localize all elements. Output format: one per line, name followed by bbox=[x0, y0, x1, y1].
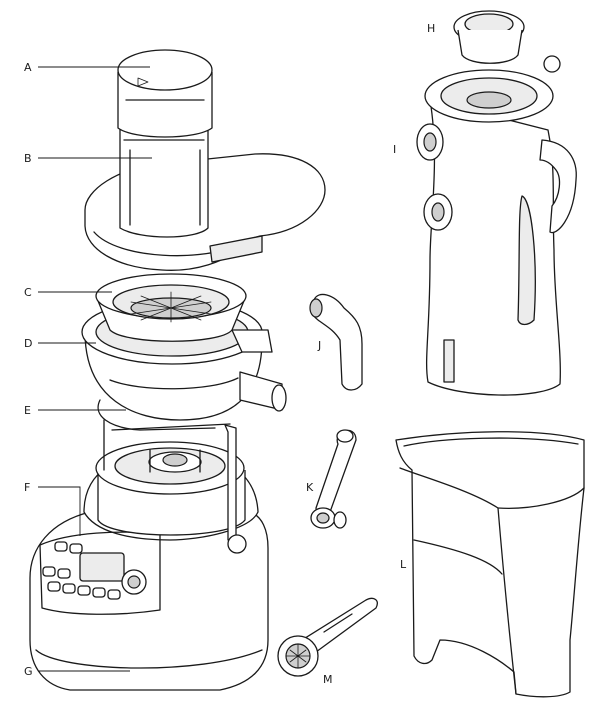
label-k: K bbox=[306, 481, 314, 494]
label-e: E bbox=[24, 404, 31, 417]
label-a: A bbox=[24, 61, 32, 74]
label-c: C bbox=[24, 286, 32, 299]
label-g: G bbox=[24, 665, 33, 678]
cleaning-brush bbox=[277, 597, 378, 677]
lock-arm bbox=[97, 399, 216, 471]
label-f: F bbox=[24, 481, 30, 494]
juice-nozzle bbox=[309, 293, 363, 391]
label-d: D bbox=[24, 337, 32, 350]
label-i: I bbox=[393, 143, 396, 156]
part-labels: A B C D E F G H I J K L M bbox=[24, 22, 435, 686]
leader-f bbox=[38, 486, 81, 536]
pulp-container bbox=[395, 431, 585, 698]
juice-jug bbox=[416, 10, 577, 396]
cleaning-tool bbox=[310, 429, 357, 529]
label-m: M bbox=[323, 673, 333, 686]
juicing-bowl-drive bbox=[95, 423, 247, 554]
label-j: J bbox=[317, 339, 321, 352]
leader-lines bbox=[38, 66, 152, 672]
label-h: H bbox=[427, 22, 435, 35]
label-b: B bbox=[24, 152, 32, 165]
filter-basket bbox=[95, 273, 247, 342]
label-l: L bbox=[400, 558, 407, 571]
lid-and-chute bbox=[84, 49, 326, 271]
